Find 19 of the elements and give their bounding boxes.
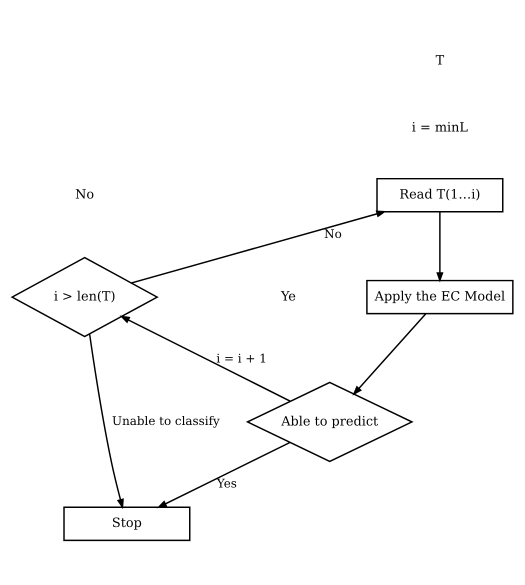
arrow bbox=[156, 442, 290, 508]
node-diamond: Able to predict bbox=[246, 382, 414, 462]
label: i = minL bbox=[412, 120, 468, 136]
edge-label: No bbox=[324, 226, 342, 241]
edge-label: Yes bbox=[216, 476, 237, 490]
node-box: Read T(1…i) bbox=[376, 178, 504, 212]
arrow bbox=[131, 210, 387, 284]
edge-label: i = i + 1 bbox=[216, 352, 267, 366]
arrow bbox=[120, 316, 291, 402]
arrow bbox=[436, 212, 444, 283]
label: T bbox=[436, 54, 444, 69]
arrow bbox=[352, 313, 426, 396]
node-diamond: i > len(T) bbox=[10, 256, 159, 338]
edge-label: Unable to classify bbox=[112, 414, 220, 428]
node-box: Apply the EC Model bbox=[366, 280, 514, 314]
label: No bbox=[75, 188, 94, 203]
label: Ye bbox=[280, 289, 296, 304]
node-box: Stop bbox=[63, 506, 190, 542]
arrow bbox=[88, 334, 124, 510]
